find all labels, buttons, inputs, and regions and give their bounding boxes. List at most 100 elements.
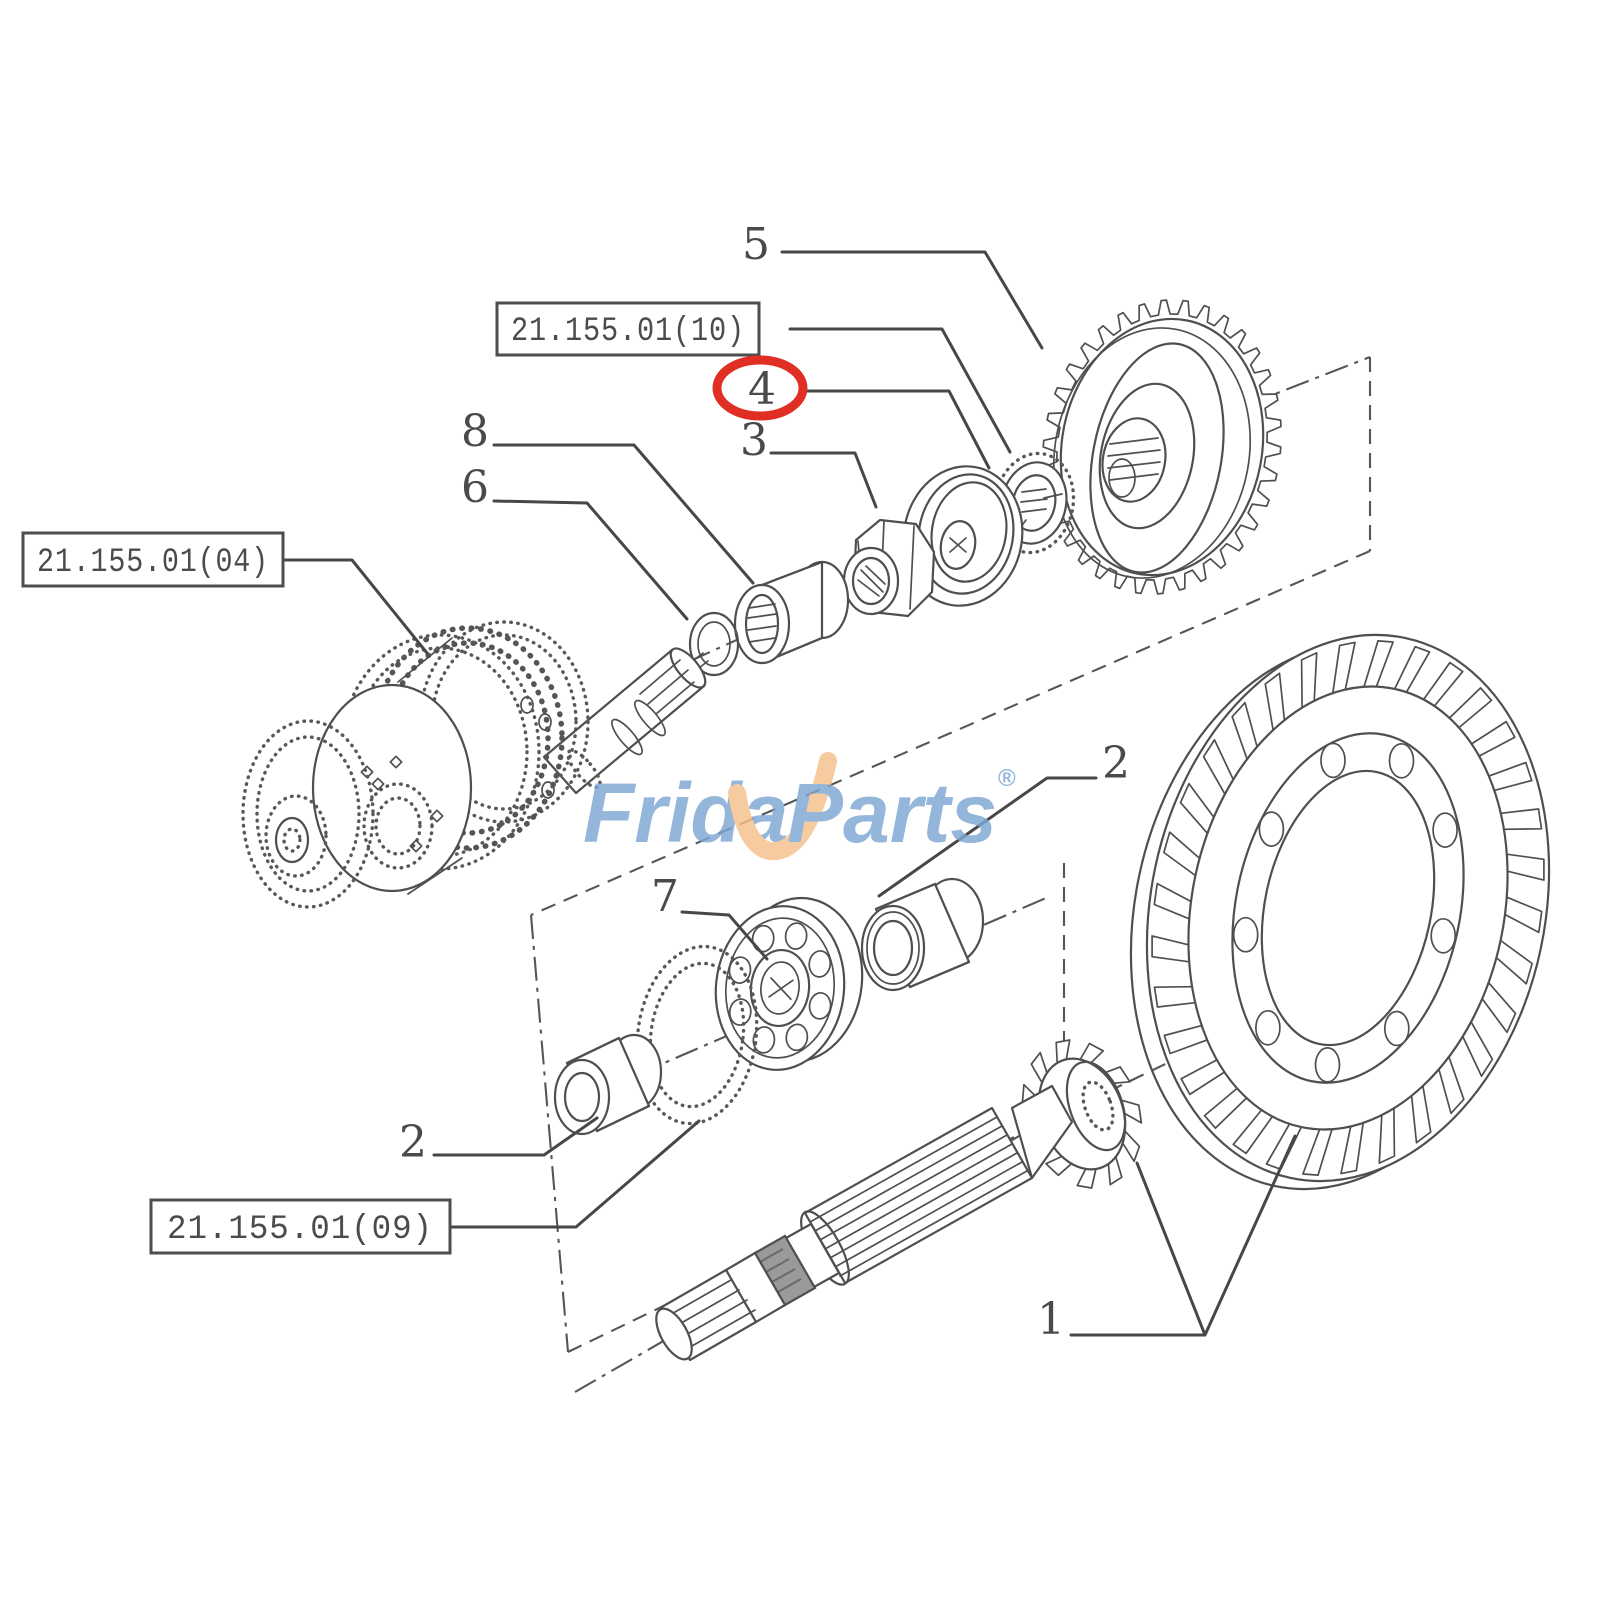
ring-gear-bolt-holes [1232, 742, 1458, 1083]
pinion-tip-face [655, 1307, 693, 1361]
front-ring [241, 719, 375, 909]
shaft-dot-band [566, 748, 602, 790]
pinion-neck [1010, 1084, 1074, 1180]
callout-2-right: 2 [1102, 738, 1130, 789]
front-bore [274, 816, 310, 864]
carrier-bolts [360, 755, 444, 853]
shim-ring [635, 944, 759, 1126]
bushing-right [860, 877, 985, 992]
snap-ring-outer [688, 611, 740, 677]
drum-bolt3 [541, 781, 555, 799]
ring-gear-hub-ring [1231, 732, 1465, 1084]
top-gear-bore-splines [1107, 437, 1161, 481]
ball-bearing [714, 896, 864, 1071]
pinion-head-spline [1081, 1080, 1115, 1132]
front-ring-outer [241, 719, 375, 909]
pinion-stub-splines [667, 1279, 756, 1347]
pinion-teeth [1021, 1039, 1143, 1189]
leader-7 [680, 910, 769, 961]
leader-1 [1069, 1134, 1297, 1337]
ref-box-left [21, 531, 285, 588]
middle-assembly [553, 877, 985, 1136]
planet-carrier [311, 683, 473, 893]
leader-8 [492, 443, 755, 585]
shim-outer [635, 944, 759, 1126]
reference-boxes: 21.155.01(10) 21.155.01(04) 21.155.01(09… [21, 301, 761, 1255]
drum-tangents [397, 637, 463, 895]
bearing-outer-race [724, 917, 836, 1059]
phantom-top-edge [1207, 356, 1371, 421]
bushing-left-edges [565, 1036, 651, 1133]
shim-inner [648, 961, 746, 1109]
watermark-registered: ® [998, 765, 1016, 792]
bushing-left-bore [563, 1071, 601, 1123]
leader-5 [780, 250, 1044, 350]
bushing-right-face [860, 904, 926, 992]
watermark: Frida Parts ® [583, 752, 1016, 861]
ref-box-left-label: 21.155.01(04) [37, 544, 269, 582]
carrier-hub-outer [362, 782, 434, 870]
shaft-splines [639, 659, 695, 715]
top-gear-bore-inner [1108, 458, 1136, 498]
callout-1: 1 [1037, 1294, 1065, 1345]
front-hub [264, 794, 328, 878]
pinion-collar-hatch [759, 1248, 802, 1293]
top-gear-face2 [1052, 327, 1252, 579]
cone-bore-cross [949, 537, 967, 553]
shaft-tip [669, 647, 707, 689]
pinion-spline-body [803, 1106, 1034, 1285]
pinion-head-face [1065, 1060, 1127, 1152]
leader-3 [769, 451, 878, 509]
front-ring-inner [255, 735, 361, 893]
callout-5: 5 [742, 219, 770, 270]
phantom-diagonal [530, 550, 1371, 916]
phantom-left-edge [529, 914, 570, 1353]
shaft-step1 [611, 718, 643, 756]
callout-3: 3 [740, 415, 768, 466]
callout-7: 7 [651, 871, 679, 922]
pinion-spline-lines [809, 1116, 1028, 1277]
washer-splines [1020, 488, 1048, 513]
callout-6: 6 [461, 462, 489, 513]
bearing-bore [760, 961, 800, 1015]
ring-gear-bore [1260, 769, 1436, 1047]
bushing-right-edges [874, 882, 971, 989]
bushing8-bore-splines [747, 603, 777, 643]
differential-assembly [241, 620, 707, 909]
snap-ring-inner [697, 621, 731, 667]
bushing-left-face [553, 1058, 611, 1136]
ref-box-top-label: 21.155.01(10) [511, 313, 745, 351]
leader-box04 [281, 558, 429, 655]
bearing-bore-cross [768, 977, 794, 1001]
cone-ring2 [917, 473, 1015, 595]
bushing8-face [733, 583, 791, 665]
ring-gear [1129, 633, 1551, 1191]
carrier-hub-inner [374, 796, 422, 856]
bushing-left [553, 1033, 663, 1136]
top-gear [1042, 299, 1282, 595]
leader-4 [799, 389, 991, 470]
leader-2-right [877, 776, 1098, 898]
top-assembly [688, 299, 1282, 677]
callout-2-left: 2 [399, 1117, 427, 1168]
carrier-plate [311, 683, 473, 893]
nut-bore-hatch [857, 565, 886, 597]
ref-box-bottom-label: 21.155.01(09) [167, 1211, 433, 1249]
leader-lines [281, 250, 1297, 1337]
callout-4: 4 [748, 364, 776, 415]
ring-gear-teeth [1151, 640, 1545, 1176]
leader-box10 [788, 327, 1012, 454]
bushing-right-face2 [866, 911, 920, 985]
bushing8-bore [744, 593, 780, 655]
drum-disc-inner [430, 633, 578, 811]
callouts: 5 4 3 8 6 7 2 2 1 [399, 219, 1130, 1345]
callout-8: 8 [461, 406, 489, 457]
front-bore-dots [282, 827, 302, 853]
ref-box-top [495, 301, 761, 357]
spline-bushing [733, 560, 850, 665]
lock-nut [842, 518, 936, 618]
leader-6 [492, 499, 689, 621]
watermark-parts: Parts [787, 766, 997, 860]
